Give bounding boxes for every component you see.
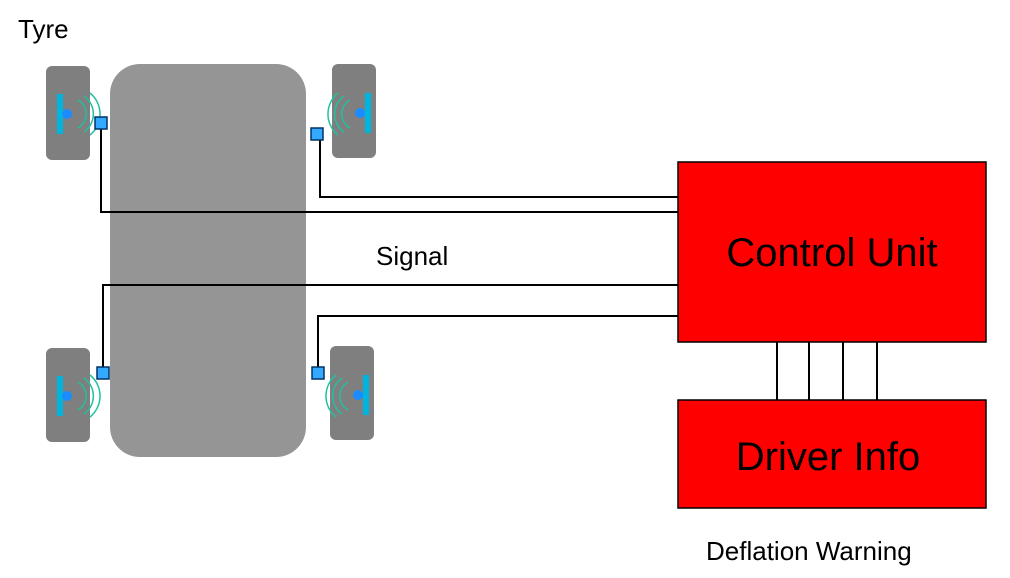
- sensor-front-right: [310, 127, 324, 141]
- tyre-label: Tyre: [18, 14, 69, 44]
- deflation-warning-label: Deflation Warning: [706, 536, 912, 566]
- tyre-front-left: [46, 66, 101, 160]
- tyre-rear-right: [325, 346, 374, 440]
- wire-rear-right: [317, 315, 678, 373]
- car-body: [110, 64, 306, 457]
- tyre-front-right: [327, 64, 376, 158]
- signal-wave-icon: [77, 92, 101, 136]
- wire-front-right: [319, 134, 678, 198]
- sensor-front-left: [94, 116, 108, 130]
- tyre-rear-left: [46, 348, 101, 442]
- signal-wave-icon: [325, 374, 349, 418]
- sensor-rear-right: [311, 366, 325, 380]
- signal-label: Signal: [376, 241, 448, 271]
- bus-lines: [776, 342, 878, 400]
- wire-rear-left: [102, 284, 678, 373]
- signal-wave-icon: [327, 92, 351, 136]
- signal-wave-icon: [77, 374, 101, 418]
- driver-info-box: [677, 399, 987, 509]
- signal-wires: [100, 123, 678, 373]
- control-unit-box: [677, 161, 987, 343]
- driver-info-label: Driver Info: [736, 435, 921, 479]
- sensor-rear-left: [96, 366, 110, 380]
- control-unit-label: Control Unit: [726, 231, 937, 275]
- wire-front-left: [100, 123, 678, 213]
